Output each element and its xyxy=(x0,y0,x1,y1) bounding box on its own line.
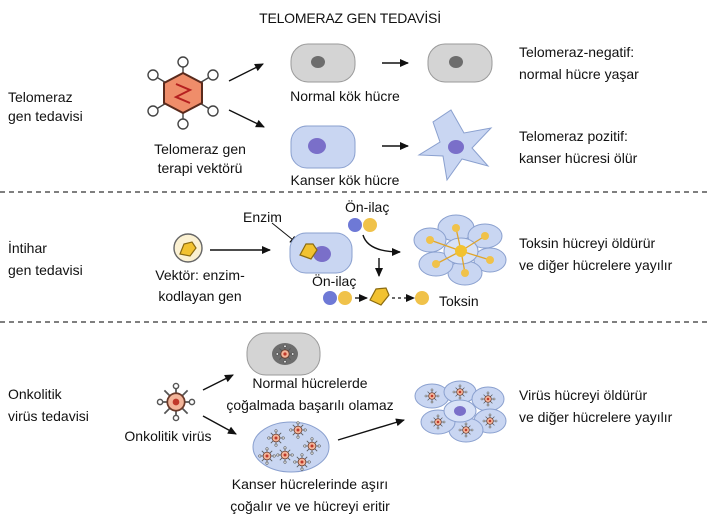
cancer-cell-virus-label-line2: çoğalır ve ve hücreyi eritir xyxy=(230,498,390,514)
prodrug-label-top: Ön-ilaç xyxy=(345,199,390,215)
virus-outcome-line1: Virüs hücreyi öldürür xyxy=(519,387,648,403)
normal-stem-cell-label: Normal kök hücre xyxy=(290,88,400,104)
arrow-vector-to-cancer xyxy=(228,109,265,128)
suicide-vector-label-line1: Vektör: enzim- xyxy=(155,267,245,283)
prodrug-molecule-bottom xyxy=(323,291,352,305)
suicide-outcome-line1: Toksin hücreyi öldürür xyxy=(519,235,656,251)
row1-label-line1: Telomeraz xyxy=(8,89,73,105)
prodrug-molecule-top xyxy=(348,218,377,232)
arrow-vector-to-normal xyxy=(228,63,264,82)
normal-outcome-line2: normal hücre yaşar xyxy=(519,66,639,82)
transduced-cancer-cell xyxy=(289,232,353,274)
prodrug-label-bottom: Ön-ilaç xyxy=(312,273,357,289)
telomerase-vector-label-line2: terapi vektörü xyxy=(157,160,243,176)
arrow-prodrug-to-cell xyxy=(362,234,401,256)
enzyme-label: Enzim xyxy=(243,209,282,225)
suicide-vector-icon xyxy=(173,233,203,263)
virus-outcome-line2: ve diğer hücrelere yayılır xyxy=(519,409,673,425)
normal-stem-cell xyxy=(290,43,356,83)
row3-label-line2: virüs tedavisi xyxy=(8,408,89,424)
normal-cell-with-virus xyxy=(246,332,321,376)
dying-cancer-cell xyxy=(417,109,493,182)
telomerase-vector-icon xyxy=(147,56,219,130)
oncolytic-virus-icon xyxy=(156,382,196,422)
row3-label-line1: Onkolitik xyxy=(8,386,62,402)
normal-cell-survives xyxy=(427,43,493,83)
arrow-virus-to-normal xyxy=(202,374,234,391)
cancer-outcome-line2: kanser hücresi ölür xyxy=(519,150,638,166)
cancer-stem-cell-label: Kanser kök hücre xyxy=(290,172,400,188)
normal-outcome-line1: Telomeraz-negatif: xyxy=(519,44,635,60)
suicide-outcome-line2: ve diğer hücrelere yayılır xyxy=(519,257,673,273)
virus-infected-cluster xyxy=(414,380,507,443)
cancer-outcome-line1: Telomeraz pozitif: xyxy=(519,128,628,144)
toxin-cell-cluster xyxy=(413,214,507,286)
cancer-cell-with-viruses xyxy=(252,421,330,473)
row2-label-line1: İntihar xyxy=(8,240,47,256)
normal-cell-virus-label-line2: çoğalmada başarılı olamaz xyxy=(226,397,394,413)
arrow-cancer-to-lysis xyxy=(337,418,405,441)
row1-label-line2: gen tedavisi xyxy=(8,108,83,124)
row2-label-line2: gen tedavisi xyxy=(8,262,83,278)
normal-cell-virus-label-line1: Normal hücrelerde xyxy=(252,375,368,391)
free-enzyme xyxy=(369,287,390,306)
cancer-stem-cell xyxy=(290,125,356,169)
toxin-label: Toksin xyxy=(439,293,479,309)
arrow-virus-to-cancer xyxy=(202,415,237,435)
telomerase-vector-label-line1: Telomeraz gen xyxy=(154,141,246,157)
cancer-cell-virus-label-line1: Kanser hücrelerinde aşırı xyxy=(231,476,389,492)
page-title: TELOMERAZ GEN TEDAVİSİ xyxy=(259,10,441,26)
oncolytic-virus-label: Onkolitik virüs xyxy=(124,428,212,444)
suicide-vector-label-line2: kodlayan gen xyxy=(158,288,242,304)
toxin-molecule xyxy=(415,291,429,305)
